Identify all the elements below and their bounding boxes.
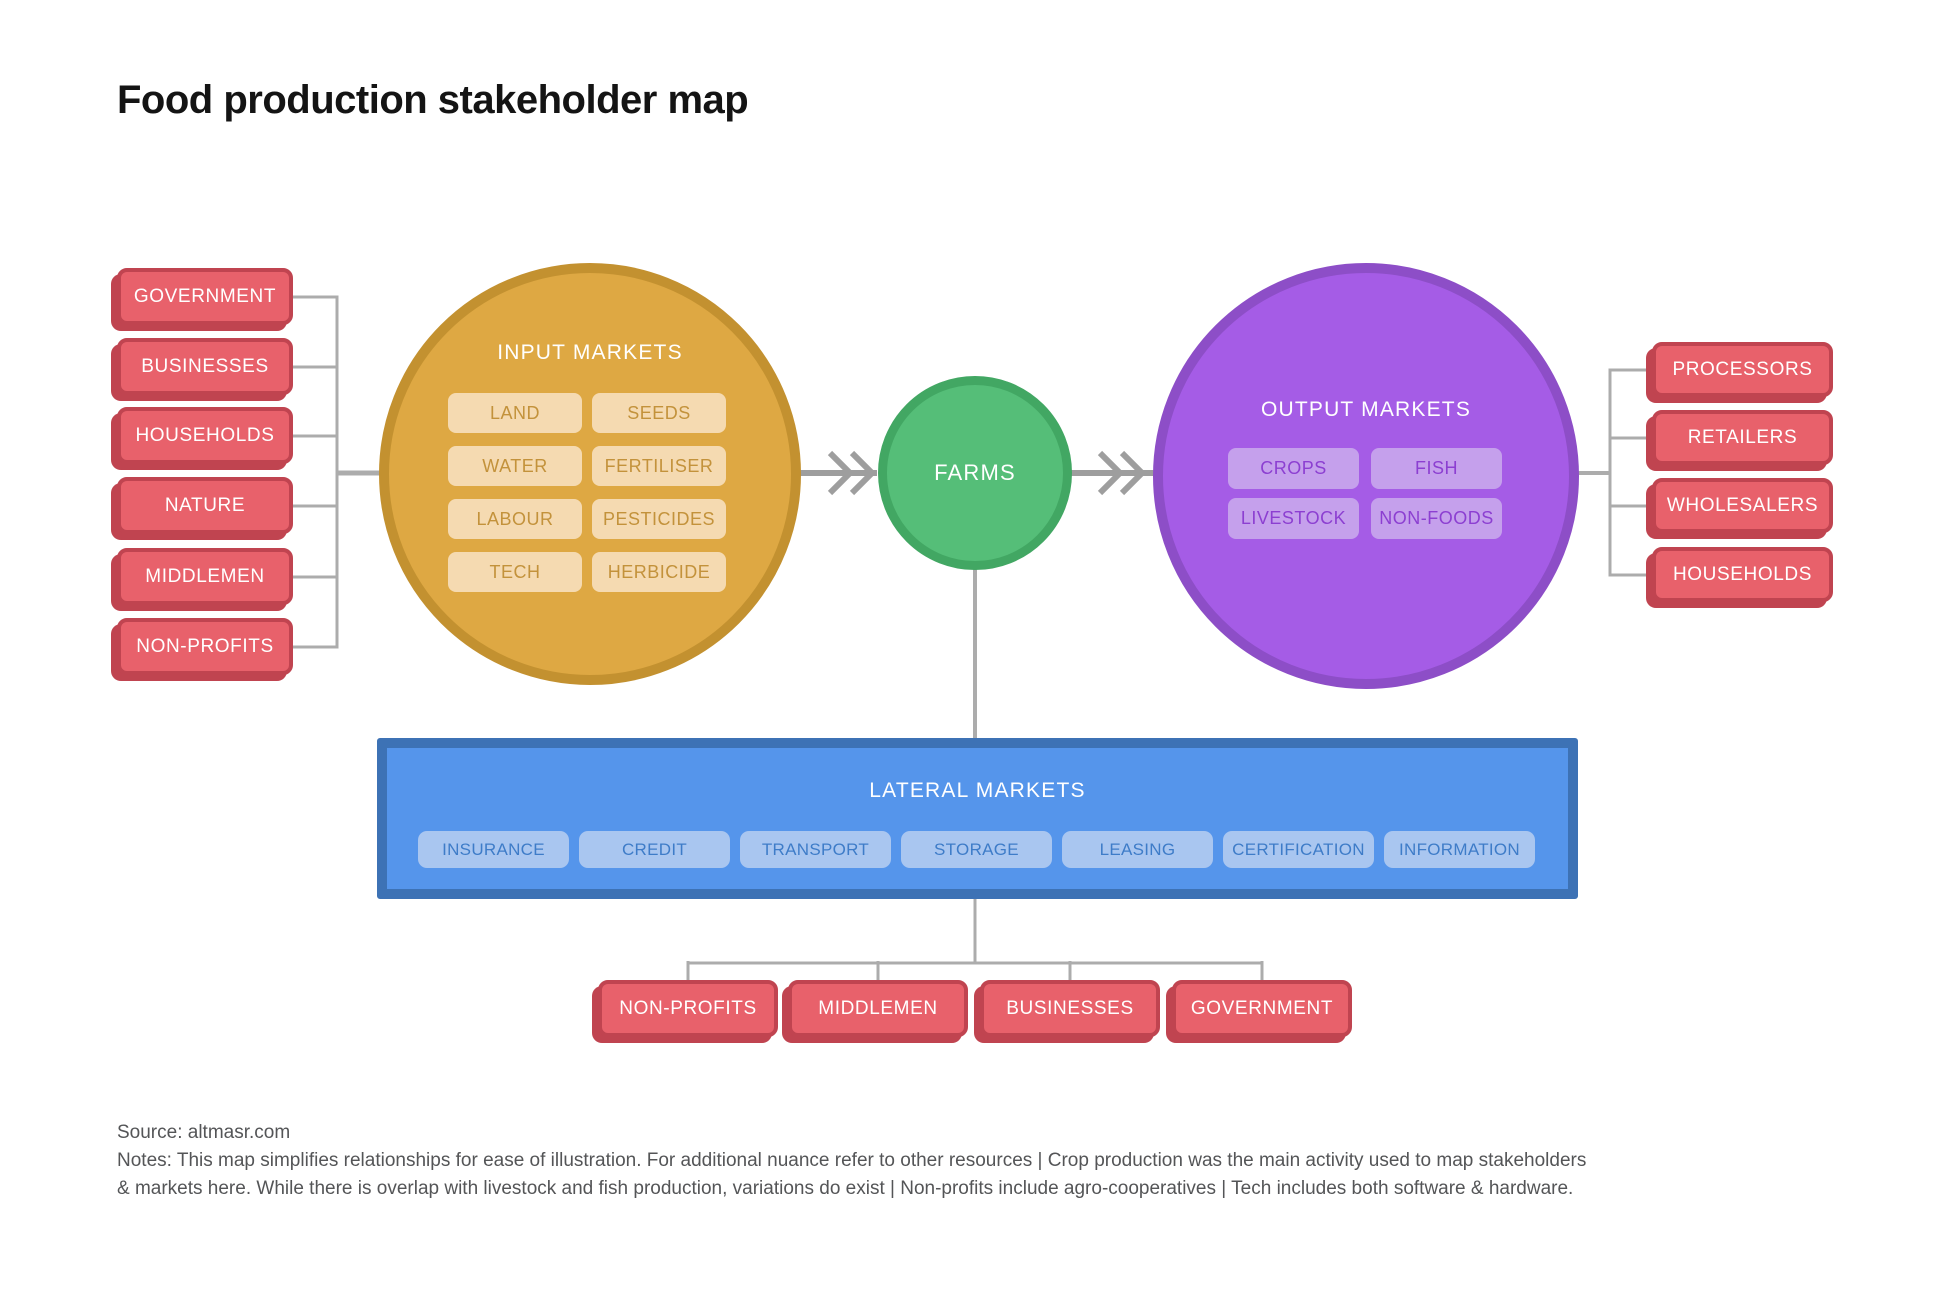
stakeholder-box-processors: PROCESSORS [1652, 342, 1833, 397]
stakeholder-box-middlemen: MIDDLEMEN [117, 548, 293, 605]
lateral-item-certification: CERTIFICATION [1223, 831, 1374, 868]
stakeholder-box-businesses-bottom: BUSINESSES [980, 980, 1160, 1037]
notes-line-1: Notes: This map simplifies relationships… [117, 1150, 1587, 1171]
footer: Source: altmasr.com Notes: This map simp… [117, 1119, 1586, 1203]
input-item-seeds: SEEDS [592, 393, 726, 433]
input-item-pesticides: PESTICIDES [592, 499, 726, 539]
right-connector-stubs [1577, 368, 1654, 577]
farms-to-output-arrow [1071, 450, 1156, 496]
stakeholder-box-retailers: RETAILERS [1652, 410, 1833, 465]
output-item-fish: FISH [1371, 448, 1502, 489]
stakeholder-box-nature: NATURE [117, 477, 293, 534]
lateral-item-transport: TRANSPORT [740, 831, 891, 868]
stakeholder-box-businesses: BUSINESSES [117, 338, 293, 395]
stakeholder-box-nonprofits: NON-PROFITS [117, 618, 293, 675]
page-title: Food production stakeholder map [117, 78, 749, 122]
input-item-herbicide: HERBICIDE [592, 552, 726, 592]
lateral-markets-items: INSURANCE CREDIT TRANSPORT STORAGE LEASI… [418, 831, 1535, 868]
lateral-item-credit: CREDIT [579, 831, 730, 868]
output-item-crops: CROPS [1228, 448, 1359, 489]
input-item-land: LAND [448, 393, 582, 433]
output-markets-circle: OUTPUT MARKETS CROPS FISH LIVESTOCK NON-… [1153, 263, 1579, 689]
input-to-farms-arrow [799, 450, 877, 496]
stakeholder-box-households: HOUSEHOLDS [117, 407, 293, 464]
input-item-fertiliser: FERTILISER [592, 446, 726, 486]
output-markets-items: CROPS FISH LIVESTOCK NON-FOODS [1228, 448, 1502, 539]
lateral-item-leasing: LEASING [1062, 831, 1213, 868]
stakeholder-box-middlemen-bottom: MIDDLEMEN [788, 980, 968, 1037]
lateral-markets-title: LATERAL MARKETS [869, 779, 1086, 802]
output-markets-title: OUTPUT MARKETS [1260, 398, 1472, 421]
stakeholder-box-government: GOVERNMENT [117, 268, 293, 325]
input-item-labour: LABOUR [448, 499, 582, 539]
left-connector-stubs [291, 295, 339, 649]
input-markets-circle: INPUT MARKETS LAND SEEDS WATER FERTILISE… [379, 263, 801, 685]
lateral-item-insurance: INSURANCE [418, 831, 569, 868]
input-markets-items: LAND SEEDS WATER FERTILISER LABOUR PESTI… [448, 393, 726, 592]
lateral-markets-bar: LATERAL MARKETS INSURANCE CREDIT TRANSPO… [377, 738, 1578, 899]
stakeholder-box-government-bottom: GOVERNMENT [1172, 980, 1352, 1037]
lateral-item-storage: STORAGE [901, 831, 1052, 868]
farms-label: FARMS [934, 460, 1016, 485]
stakeholder-box-nonprofits-bottom: NON-PROFITS [598, 980, 778, 1037]
notes-line-2: & markets here. While there is overlap w… [117, 1178, 1574, 1199]
output-item-nonfoods: NON-FOODS [1371, 498, 1502, 539]
stakeholder-box-households-right: HOUSEHOLDS [1652, 547, 1833, 602]
bottom-connector-stubs [686, 897, 1264, 983]
output-item-livestock: LIVESTOCK [1228, 498, 1359, 539]
farms-circle: FARMS [878, 376, 1072, 570]
source-text: Source: altmasr.com [117, 1122, 291, 1143]
input-markets-title: INPUT MARKETS [497, 341, 683, 364]
lateral-item-information: INFORMATION [1384, 831, 1535, 868]
input-item-water: WATER [448, 446, 582, 486]
stakeholder-box-wholesalers: WHOLESALERS [1652, 478, 1833, 533]
input-item-tech: TECH [448, 552, 582, 592]
